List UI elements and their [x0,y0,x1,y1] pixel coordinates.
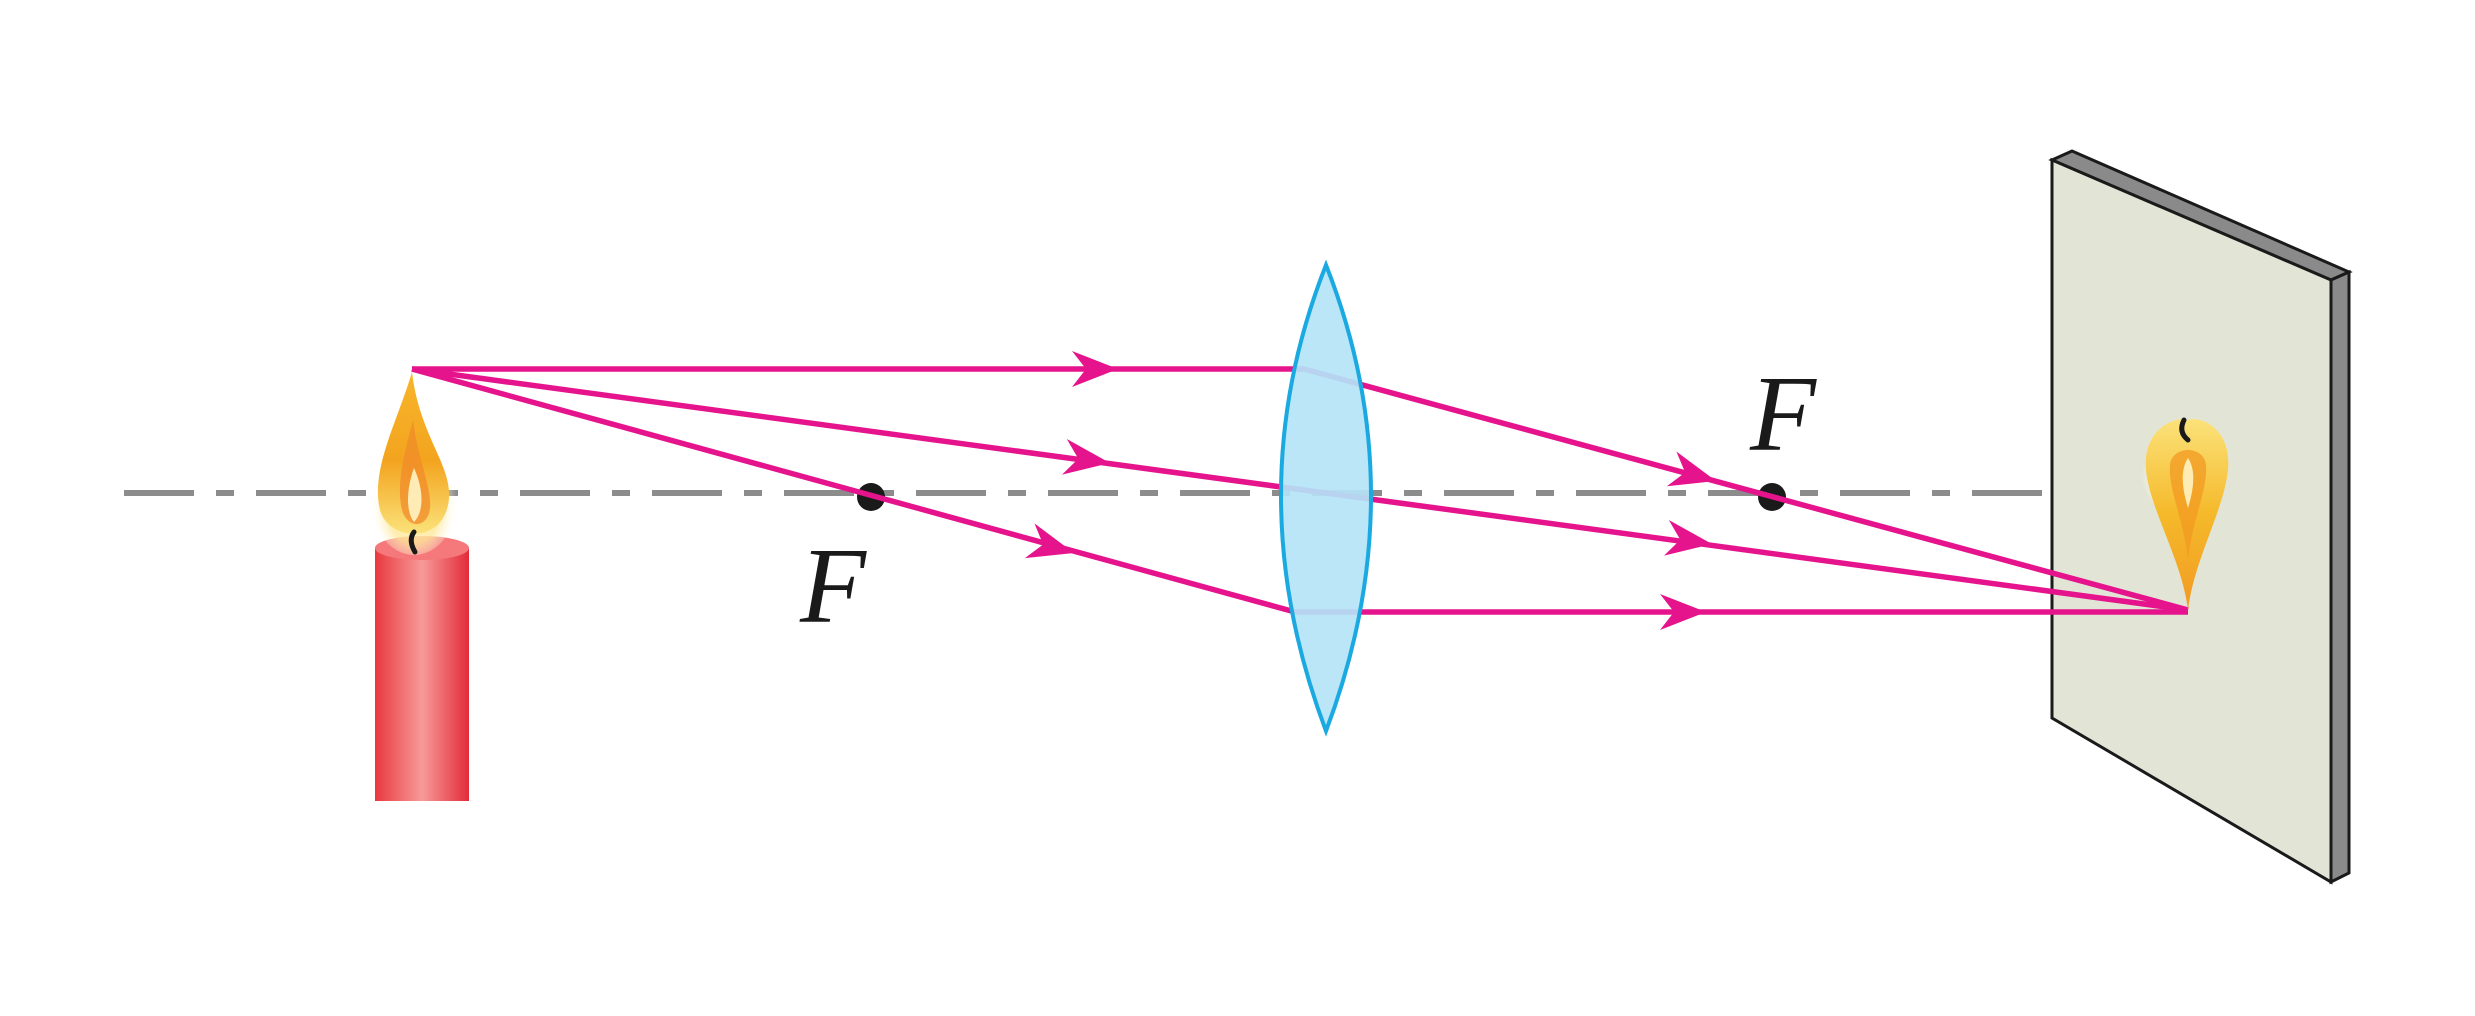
candle-icon [370,372,469,801]
convex-lens-icon [1279,259,1373,737]
inverted-flame-icon [2141,417,2229,610]
ray-arrowheads [1024,351,1716,630]
focal-label-left: F [799,527,867,646]
focal-label-right: F [1749,355,1817,474]
